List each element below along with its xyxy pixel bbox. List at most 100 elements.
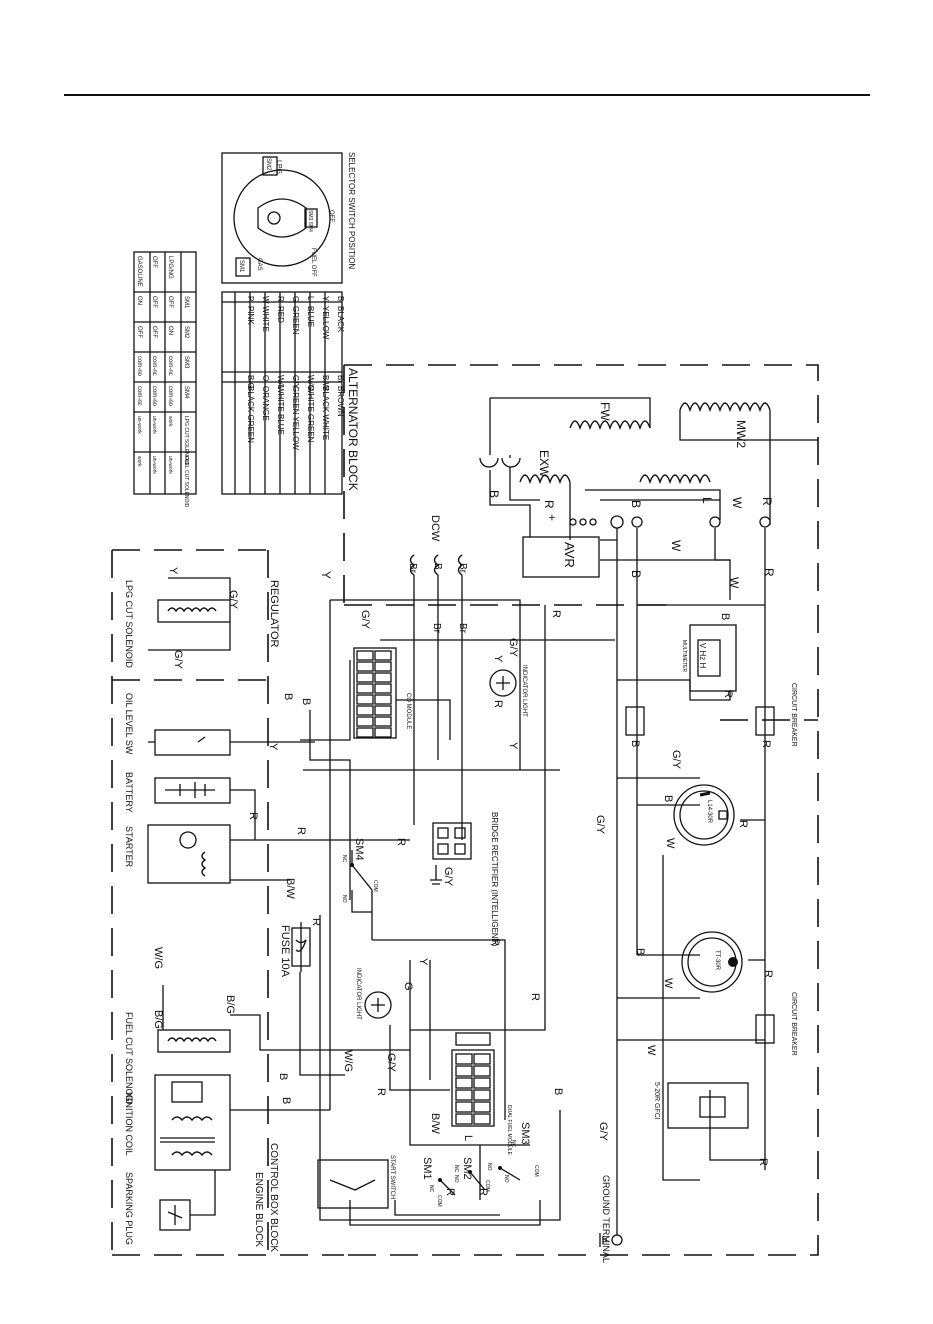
wire-color-label: Y <box>167 567 179 575</box>
ground-terminal <box>599 1233 623 1247</box>
wire-color-label: R <box>550 610 562 618</box>
multimeter-display: V Hz H <box>698 643 707 669</box>
wire-color-label: R <box>375 1088 387 1096</box>
connector-pin <box>356 716 374 727</box>
alternator-terminals <box>479 457 771 529</box>
color-code-cell: BROWN <box>336 386 345 417</box>
selector-lpg: LPG <box>275 160 282 174</box>
wire-color-label: B <box>300 698 312 705</box>
switch-contact-tag: NO <box>503 1175 509 1183</box>
oil-level-switch <box>148 729 315 756</box>
fuel-cut-solenoid-label: FUEL CUT SOLENOID <box>124 1012 134 1105</box>
connector-pin <box>356 705 374 716</box>
wire-color-label: Y <box>417 958 429 966</box>
color-code-cell: BLUE <box>306 306 315 327</box>
wire-color-label: W <box>730 497 744 509</box>
mode-table-header: SM4 <box>183 386 189 399</box>
mode-table-cell: OFF <box>151 256 157 268</box>
co-module-label: CO MODULE <box>405 693 411 729</box>
mw2-winding <box>679 402 818 525</box>
color-code-cell: W/L <box>276 375 285 390</box>
color-code-cell: B <box>336 296 345 301</box>
connector-pin <box>374 716 392 727</box>
connector-pin <box>356 727 374 738</box>
l14-30r-label: L14-30R <box>706 800 712 824</box>
wire-color-label: R <box>295 827 307 835</box>
connector-pin <box>356 683 374 694</box>
mode-table-cell: work <box>136 456 142 467</box>
wire-color-label: G/Y <box>670 750 682 770</box>
wire-color-label: G/Y <box>359 610 371 630</box>
connector-pin <box>455 1053 473 1065</box>
color-code-cell: ORANGE <box>261 386 270 421</box>
indicator-light-2 <box>364 991 392 1019</box>
sm1-sm2-sm3-switches <box>438 1166 521 1196</box>
wire-color-label: G <box>402 982 414 991</box>
color-code-cell: WHITE <box>261 306 270 332</box>
wire-color-label: G/Y <box>507 638 519 658</box>
wire-color-label: W <box>664 838 676 849</box>
connector-pin <box>473 1089 491 1101</box>
avr-box <box>522 536 600 578</box>
control-box-block-label: CONTROL BOX BLOCK <box>268 1143 279 1252</box>
mode-table-cell: work <box>167 416 173 427</box>
mode-table-cell: ON <box>167 326 173 335</box>
mode-table-header: SM3 <box>183 356 189 369</box>
switch-contact-tag: COM <box>372 880 378 892</box>
wire-color-label: L <box>462 1135 474 1141</box>
wire-color-label: R <box>477 1188 489 1196</box>
mode-table-cell: un-work <box>136 416 142 434</box>
gfci-label: 5-20R GFCI <box>653 1082 660 1120</box>
mode-table-cell: un-work <box>151 416 157 434</box>
color-code-cell: BLACK <box>336 306 345 333</box>
wire-color-label: B <box>719 613 731 620</box>
mode-table-cell: OFF <box>136 326 142 338</box>
control-box-wiring <box>299 599 615 1226</box>
wire-color-label: B <box>662 795 674 802</box>
color-code-cell: GREEN YELLOW <box>291 386 300 450</box>
wire-color-label: B <box>432 563 443 570</box>
circuit-breaker-1 <box>625 706 775 736</box>
wire-color-label: L <box>700 497 714 504</box>
wire-color-label: B <box>629 500 643 508</box>
wire-color-label: B/W <box>429 1113 441 1134</box>
ignition-coil <box>154 1074 330 1171</box>
wire-color-label: G/Y <box>442 867 454 887</box>
wire-color-label: R <box>247 812 259 820</box>
dcw-label: DCW <box>429 515 441 542</box>
fw-winding <box>489 397 651 455</box>
sm4-label: SM4 <box>353 838 365 861</box>
mode-table-cell: ON <box>136 296 142 305</box>
mode-table-cell: un-work <box>151 456 157 474</box>
sm1-label: SM1 <box>421 1157 433 1180</box>
mode-table-cell: un-work <box>167 456 173 474</box>
mode-table-cell: OFF <box>151 296 157 308</box>
wire-color-label: W <box>669 540 683 552</box>
bridge-rectifier-label: BRIDGE RECTIFIER (INTELLIGENT) <box>490 812 499 947</box>
wire-color-label: R <box>762 568 776 577</box>
color-code-cell: R <box>276 296 285 302</box>
multimeter: V Hz H MULTIMETER <box>681 624 737 692</box>
switch-contact-tag: NC <box>341 855 347 863</box>
selector-sm1: SM1 <box>238 260 244 273</box>
selector-off: OFF <box>328 210 334 222</box>
engine-block-label: ENGINE BLOCK <box>253 1172 264 1247</box>
color-code-cell: RED <box>276 306 285 323</box>
avr-label: AVR <box>562 542 577 568</box>
connector-pin <box>455 1089 473 1101</box>
wire-color-label: Br <box>457 563 468 574</box>
wire-color-label: Y <box>507 742 519 750</box>
color-code-cell: WHITE GREEN <box>306 386 315 443</box>
fuel-cut-solenoid <box>157 985 410 1053</box>
selector-fueloff: FUEL OFF <box>310 248 316 277</box>
start-switch-label: START SWITCH <box>389 1155 395 1199</box>
color-code-cell: YELLOW <box>321 306 330 340</box>
selector-gas: GAS <box>256 258 262 271</box>
dual-fuel-module <box>451 1032 495 1127</box>
mode-table-cell: OFF <box>167 296 173 308</box>
wire-color-label: W <box>645 1045 657 1056</box>
wire-color-label: W/G <box>152 947 164 969</box>
wire-color-label: R <box>737 820 749 828</box>
wire-color-label: G/Y <box>385 1053 397 1073</box>
